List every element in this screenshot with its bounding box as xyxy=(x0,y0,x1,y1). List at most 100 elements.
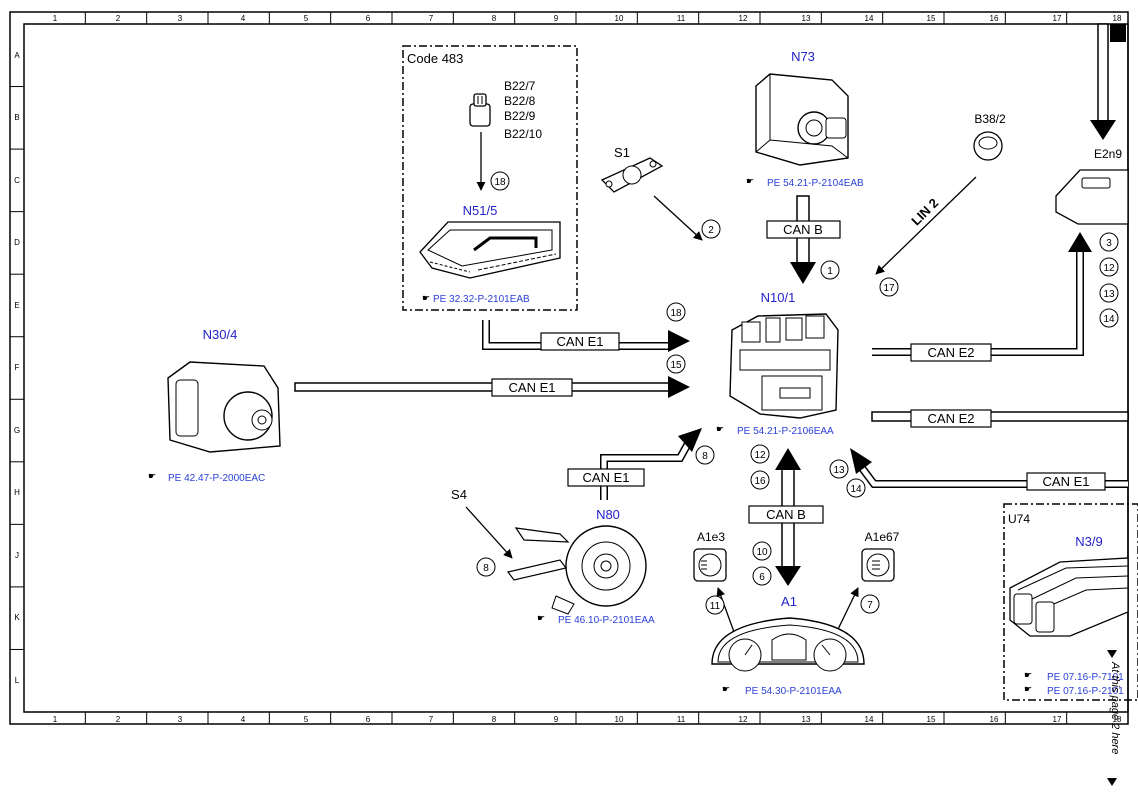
can-e2-label: CAN E2 xyxy=(928,411,975,426)
callout-number: 7 xyxy=(867,600,873,611)
can-e1-right-bus: CAN E1 13 14 xyxy=(829,448,1128,498)
ref-icon: ☛ xyxy=(422,293,430,303)
callout-number: 2 xyxy=(708,225,714,236)
callout-number: 11 xyxy=(710,601,721,612)
col-label: 10 xyxy=(615,715,624,724)
sam-module-icon xyxy=(729,313,839,419)
col-label: 16 xyxy=(990,715,999,724)
grid-column-labels-bottom: 1 2 3 4 5 6 7 8 9 10 11 12 13 14 15 16 1… xyxy=(53,715,1122,724)
col-label: 6 xyxy=(366,14,371,23)
col-label: 12 xyxy=(739,715,748,724)
col-label: 17 xyxy=(1053,715,1062,724)
lin-arrow xyxy=(875,176,977,275)
col-label: 9 xyxy=(554,14,559,23)
ref-icon: ☛ xyxy=(1024,670,1032,680)
row-label: K xyxy=(14,613,20,622)
b38-2-label: B38/2 xyxy=(974,112,1006,126)
callout-number: 10 xyxy=(756,547,768,558)
row-label: D xyxy=(14,238,20,247)
callout-number: 13 xyxy=(833,465,845,476)
u74-frame xyxy=(1003,503,1138,701)
s4-label: S4 xyxy=(451,487,467,502)
col-label: 3 xyxy=(178,715,183,724)
callout-number: 18 xyxy=(494,177,506,188)
row-label: C xyxy=(14,176,20,185)
col-label: 11 xyxy=(677,715,686,724)
sensor-label: B22/8 xyxy=(504,94,536,108)
row-label: F xyxy=(15,363,20,372)
e2n9-label: E2n9 xyxy=(1094,147,1122,161)
a1e67-label: A1e67 xyxy=(865,530,900,544)
grid-column-labels-top: 1 2 3 4 5 6 7 8 9 10 11 12 13 14 15 16 1… xyxy=(53,14,1122,23)
u74-label: U74 xyxy=(1008,512,1030,526)
can-e2-label: CAN E2 xyxy=(928,345,975,360)
can-e2-a-bus: CAN E2 xyxy=(872,232,1092,362)
n51-5-ref: PE 32.32-P-2101EAB xyxy=(433,294,530,305)
col-label: 11 xyxy=(677,14,686,23)
col-label: 4 xyxy=(241,715,246,724)
callout-number: 13 xyxy=(1103,289,1115,300)
can-e1-label: CAN E1 xyxy=(1043,474,1090,489)
col-label: 10 xyxy=(615,14,624,23)
can-e1-label: CAN E1 xyxy=(583,470,630,485)
n10-1-ref: PE 54.21-P-2106EAA xyxy=(737,426,834,437)
callout-number: 3 xyxy=(1106,238,1112,249)
callout-number: 6 xyxy=(759,572,765,583)
col-label: 1 xyxy=(53,14,58,23)
e2n9-group: E2n9 3 12 13 14 xyxy=(1055,23,1129,328)
ref-icon: ☛ xyxy=(716,424,724,434)
callout-number: 18 xyxy=(670,308,682,319)
can-e1-label: CAN E1 xyxy=(557,334,604,349)
col-label: 9 xyxy=(554,715,559,724)
callout-number: 14 xyxy=(850,484,862,495)
callout-circle xyxy=(490,171,510,191)
n51-5-label: N51/5 xyxy=(463,203,498,218)
s1-label: S1 xyxy=(614,145,630,160)
b22-sensor-icon xyxy=(469,93,491,127)
n30-4-label: N30/4 xyxy=(203,327,238,342)
instrument-cluster-icon xyxy=(711,617,865,672)
s4-n80-group: S4 8 N80 ☛ PE 46.10-P-2101EAA xyxy=(451,487,655,626)
can-e1-mid-bus: CAN E1 xyxy=(294,376,690,398)
ref-icon: ☛ xyxy=(1024,684,1032,694)
ref-icon: ☛ xyxy=(746,176,754,186)
col-label: 18 xyxy=(1113,14,1122,23)
col-label: 8 xyxy=(492,14,497,23)
col-label: 7 xyxy=(429,14,434,23)
callout-number: 1 xyxy=(827,266,833,277)
callout-number: 12 xyxy=(754,450,766,461)
u74-ref-2: PE 07.16-P-2101 xyxy=(1047,686,1124,697)
a1-group: A1 ☛ PE 54.30-P-2101EAA xyxy=(711,594,865,697)
col-label: 12 xyxy=(739,14,748,23)
col-label: 5 xyxy=(304,14,309,23)
row-label: L xyxy=(15,676,20,685)
u74-ref-1: PE 07.16-P-7101 xyxy=(1047,672,1124,683)
col-label: 5 xyxy=(304,715,309,724)
row-label: G xyxy=(14,426,20,435)
sensor-label: B22/10 xyxy=(504,127,542,141)
signal-arrow xyxy=(653,195,703,241)
callout-number: 15 xyxy=(670,360,682,371)
callout-number: 12 xyxy=(1103,263,1115,274)
esp-control-unit-icon xyxy=(167,361,281,453)
a1-label: A1 xyxy=(781,594,797,609)
col-label: 4 xyxy=(241,14,246,23)
col-label: 18 xyxy=(1113,715,1122,724)
callout-number: 16 xyxy=(754,476,766,487)
n80-label: N80 xyxy=(596,507,620,522)
col-label: 16 xyxy=(990,14,999,23)
col-label: 13 xyxy=(802,715,811,724)
n73-group: N73 ☛ PE 54.21-P-2104EAB xyxy=(746,49,864,189)
n10-1-group: N10/1 ☛ PE 54.21-P-2106EAA xyxy=(716,290,839,437)
col-label: 6 xyxy=(366,715,371,724)
col-label: 1 xyxy=(53,715,58,724)
ref-icon: ☛ xyxy=(722,684,730,694)
headlamp-module-icon xyxy=(1055,169,1129,225)
n30-4-group: N30/4 ☛ PE 42.47-P-2000EAC xyxy=(148,327,281,484)
col-label: 14 xyxy=(865,14,874,23)
col-label: 7 xyxy=(429,715,434,724)
row-label: B xyxy=(14,113,19,122)
col-label: 13 xyxy=(802,14,811,23)
callout-number: 8 xyxy=(702,451,708,462)
